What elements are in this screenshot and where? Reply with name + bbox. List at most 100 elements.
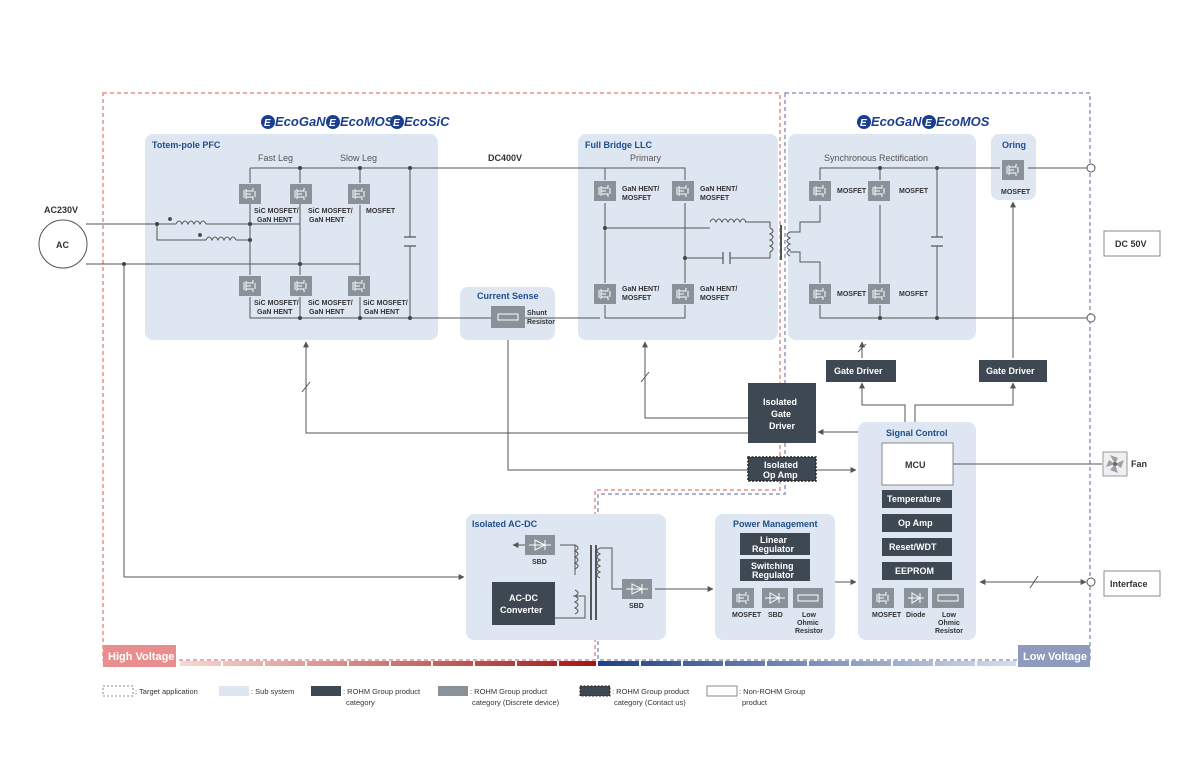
svg-text:Reset/WDT: Reset/WDT [889,542,937,552]
capacitors [404,236,943,264]
svg-text:MOSFET: MOSFET [1001,189,1031,196]
fan-label: Fan [1131,459,1147,469]
isolated-gate-driver [748,383,816,443]
isolated-acdc-title: Isolated AC-DC [472,519,538,529]
svg-text:MOSFET: MOSFET [837,188,867,195]
brand-logos-left: E EcoGaN E EcoMOS E EcoSiC [261,114,450,129]
low-voltage-boundary [597,92,1091,661]
svg-text:SiC MOSFET/: SiC MOSFET/ [254,300,299,307]
sync-rect-title: Synchronous Rectification [824,153,928,163]
inductors [168,217,792,620]
svg-text:MOSFET: MOSFET [899,291,929,298]
temperature-box [882,490,952,508]
mcu-box [881,442,954,486]
svg-text:GaN HENT/: GaN HENT/ [700,286,737,293]
svg-text:: ROHM Group product: : ROHM Group product [470,687,548,696]
svg-text:Isolated: Isolated [763,397,797,407]
reset-wdt-box [882,538,952,556]
svg-text:GaN HENT: GaN HENT [309,309,345,316]
svg-text:Low: Low [942,612,957,619]
svg-text:EEPROM: EEPROM [895,566,934,576]
ac-source [38,219,88,269]
svg-text:MOSFET: MOSFET [872,612,902,619]
svg-text:GaN HENT: GaN HENT [309,217,345,224]
op-amp-box [882,514,952,532]
svg-text:Isolated: Isolated [764,460,798,470]
svg-text:E: E [264,118,271,129]
svg-text:Gate Driver: Gate Driver [986,366,1035,376]
oring-title: Oring [1002,140,1026,150]
svg-text:Driver: Driver [769,421,796,431]
oring-device: MOSFET [1001,159,1031,196]
isolated-op-amp [747,456,817,482]
low-voltage-label: Low Voltage [1023,651,1087,663]
signal-control-devices: MOSFET Diode Low Ohmic Resistor [871,587,964,635]
svg-text:SBD: SBD [532,559,547,566]
svg-text:MOSFET: MOSFET [700,195,730,202]
svg-text:category (Discrete device): category (Discrete device) [472,698,560,707]
ac-input-label: AC230V [44,205,78,215]
svg-text:MOSFET: MOSFET [700,295,730,302]
svg-text:Ohmic: Ohmic [938,620,960,627]
svg-text:Resistor: Resistor [527,319,555,326]
svg-text:GaN HENT: GaN HENT [257,309,293,316]
dc-out-plus-terminal [1086,163,1096,173]
llc-subsystem [578,134,778,340]
svg-text:MOSFET: MOSFET [622,295,652,302]
svg-text:GaN HENT: GaN HENT [364,309,400,316]
high-voltage-label: High Voltage [108,651,174,663]
svg-text:SiC MOSFET/: SiC MOSFET/ [254,208,299,215]
svg-text:Shunt: Shunt [527,310,547,317]
svg-text:GaN HENT: GaN HENT [257,217,293,224]
svg-text:GaN HENT/: GaN HENT/ [622,286,659,293]
svg-text:GaN HENT/: GaN HENT/ [622,186,659,193]
pfc-title: Totem-pole PFC [152,140,221,150]
svg-text:Switching: Switching [751,561,794,571]
svg-text:MOSFET: MOSFET [899,188,929,195]
power-mgmt-internals: Linear Regulator Switching Regulator MOS… [731,533,823,635]
voltage-bar: High Voltage Low Voltage [103,645,1090,667]
svg-text:MOSFET: MOSFET [366,208,396,215]
ac-source-label: AC [56,240,69,250]
gate-driver-2 [979,360,1047,382]
svg-text:MCU: MCU [905,460,926,470]
svg-text:Regulator: Regulator [752,544,795,554]
fan-icon [1102,451,1128,477]
dc-output-label: DC 50V [1115,239,1147,249]
svg-text:: Target application: : Target application [135,687,198,696]
svg-text:Gate Driver: Gate Driver [834,366,883,376]
switching-regulator-box [740,559,810,581]
dc-output-box [1103,230,1161,257]
svg-text:Resistor: Resistor [935,628,963,635]
brand-logos-right: E EcoGaN E EcoMOS [857,114,990,129]
dc-out-minus-terminal [1086,313,1096,323]
svg-text:GaN HENT/: GaN HENT/ [700,186,737,193]
svg-text:Resistor: Resistor [795,628,823,635]
svg-text:Regulator: Regulator [752,570,795,580]
svg-text:Low: Low [802,612,817,619]
svg-text:E: E [329,118,336,129]
svg-text:product: product [742,698,768,707]
interface-terminal [1086,577,1096,587]
isolated-acdc-internals: SBD AC-DC Converter SBD [492,535,652,625]
ecogan-logo: EcoGaN [275,114,326,129]
legend: : Target application : Sub system : ROHM… [102,685,805,707]
llc-title: Full Bridge LLC [585,140,652,150]
power-mgmt-title: Power Management [733,519,818,529]
ecomos-logo-2: EcoMOS [936,114,990,129]
primary-label: Primary [630,153,661,163]
interface-box [1103,570,1161,597]
slow-leg-label: Slow Leg [340,153,377,163]
svg-text:: ROHM Group product: : ROHM Group product [343,687,421,696]
svg-text:E: E [925,118,932,129]
acdc-converter-box [492,582,555,625]
svg-text:Converter: Converter [500,605,543,615]
sync-rect-devices: MOSFET MOSFET MOSFET MOSFET [808,180,929,305]
svg-text:SiC MOSFET/: SiC MOSFET/ [308,208,353,215]
fast-leg-label: Fast Leg [258,153,293,163]
ecosic-logo: EcoSiC [404,114,450,129]
ecogan-logo-2: EcoGaN [871,114,922,129]
svg-text:MOSFET: MOSFET [732,612,762,619]
gate-driver-1 [826,360,896,382]
